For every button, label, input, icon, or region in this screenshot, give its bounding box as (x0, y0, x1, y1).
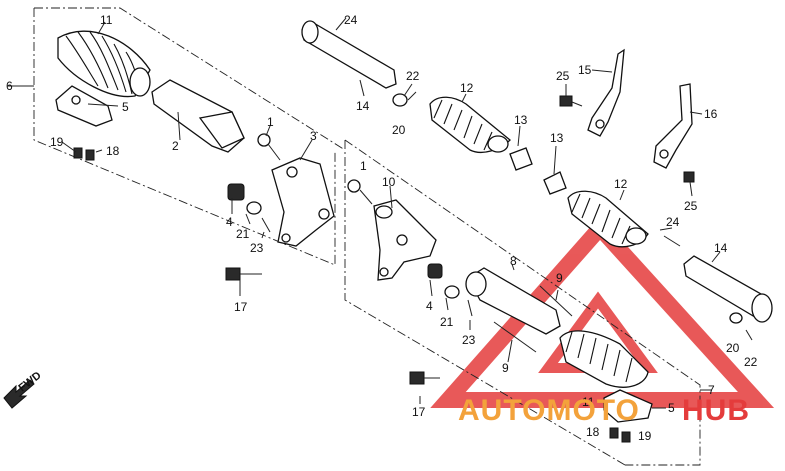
label-14-top: 14 (356, 99, 370, 113)
label-21-left: 21 (236, 227, 250, 241)
spring-lower (427, 263, 473, 317)
label-25-top: 25 (556, 69, 570, 83)
label-3: 3 (310, 129, 317, 143)
label-2: 2 (172, 139, 179, 153)
label-12-top: 12 (460, 81, 474, 95)
leader-lines-top (359, 69, 703, 175)
label-9-lower: 9 (502, 361, 509, 375)
label-9-upper: 9 (556, 271, 563, 285)
bracket-16 (653, 83, 693, 169)
label-18-left: 18 (106, 144, 120, 158)
label-4-lower: 4 (426, 299, 433, 313)
footpeg-bracket-10 (373, 199, 437, 281)
label-5-left: 5 (122, 100, 129, 114)
rubber-sleeve-12-top (429, 96, 511, 154)
footpeg-shaft-8 (465, 267, 573, 353)
pivot-pin-lower (347, 179, 373, 205)
label-23-left: 23 (250, 241, 264, 255)
label-11-lower: 11 (582, 395, 595, 409)
label-24-top: 24 (344, 13, 358, 27)
label-18-lower: 18 (586, 425, 600, 439)
label-22-top: 22 (406, 69, 420, 83)
label-13-top-b: 13 (550, 131, 564, 145)
rubber-sleeve-12-lower (567, 190, 649, 248)
bolts-left (73, 147, 95, 161)
label-23-lower: 23 (462, 333, 476, 347)
watermark-text-left: AUTOMOTO (458, 394, 640, 427)
footpeg-rubber-left (57, 30, 151, 98)
label-12-lower: 12 (614, 177, 628, 191)
label-10: 10 (382, 175, 396, 189)
fwd-indicator: FWD (3, 369, 44, 409)
label-17-lower: 17 (412, 405, 426, 419)
spring-left (227, 183, 271, 233)
footpeg-rubber-lower (559, 330, 649, 388)
label-20-top: 20 (392, 123, 406, 137)
label-1-lower: 1 (360, 159, 367, 173)
bolts-25 (559, 95, 695, 197)
pivot-pin-left (257, 133, 281, 161)
label-22-lower: 22 (744, 355, 758, 369)
watermark-text-right: HUB (682, 394, 750, 427)
label-17-left: 17 (234, 300, 248, 314)
collar-13-top (509, 147, 567, 195)
footpeg-shaft-left (151, 79, 245, 153)
label-4-left: 4 (226, 215, 233, 229)
label-19-lower: 19 (638, 429, 652, 443)
label-7: 7 (708, 383, 715, 397)
footpeg-pin-14-top (301, 17, 397, 89)
label-11-left: 11 (100, 13, 113, 27)
footpeg-pin-14-lower (663, 235, 773, 323)
label-5-lower: 5 (668, 401, 675, 415)
footpeg-plate-lower (603, 389, 653, 423)
group-boundary-lines (8, 7, 712, 466)
washer-20-top (392, 91, 417, 107)
label-21-lower: 21 (440, 315, 454, 329)
leader-lines-lower (389, 185, 721, 409)
label-1-left: 1 (267, 115, 274, 129)
label-25-right: 25 (684, 199, 698, 213)
label-24-lower: 24 (666, 215, 680, 229)
bolt-17-left (225, 267, 262, 281)
label-14-lower: 14 (714, 241, 728, 255)
footpeg-plate-left (55, 85, 113, 127)
bolts-lower (409, 312, 753, 443)
label-15: 15 (578, 63, 592, 77)
label-19-left: 19 (50, 135, 64, 149)
fwd-label: FWD (16, 369, 43, 394)
footpeg-bracket-left (271, 157, 335, 247)
part-number-labels: 11 6 5 2 1 3 19 18 4 21 23 17 24 14 22 2… (6, 13, 758, 443)
label-20-lower: 20 (726, 341, 740, 355)
bracket-15 (587, 48, 625, 137)
label-8: 8 (510, 254, 517, 268)
watermark-text: AUTOMOTO HUB (458, 394, 750, 427)
label-16: 16 (704, 107, 718, 121)
label-13-top-a: 13 (514, 113, 528, 127)
label-6: 6 (6, 79, 13, 93)
leader-lines-left (61, 21, 313, 296)
